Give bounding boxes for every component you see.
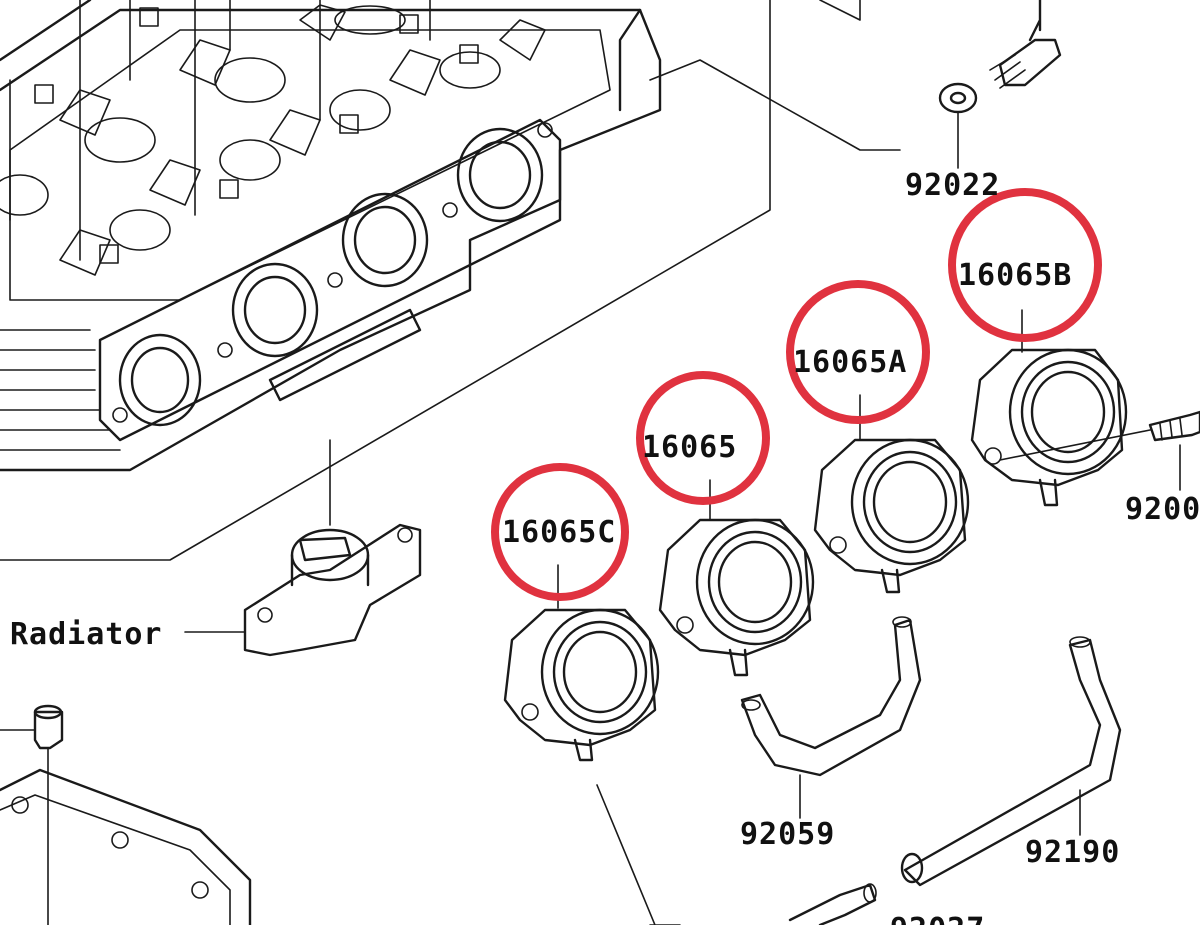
bolt-top <box>989 0 1062 89</box>
label-bottom-partial: 92027 <box>890 912 1010 925</box>
intake-holder-16065a <box>813 394 970 594</box>
sensor-part <box>0 704 64 750</box>
label-bolt-9200: 9200 <box>1125 492 1200 527</box>
washer-92022 <box>938 82 978 169</box>
highlight-circle-16065a <box>786 280 930 424</box>
highlight-circle-16065b <box>948 188 1102 342</box>
label-clamp-16065: 16065 <box>642 430 738 465</box>
label-hose-92190: 92190 <box>1025 835 1121 870</box>
frame-lines <box>0 0 901 561</box>
screw-right <box>1148 410 1200 491</box>
intake-holder-16065 <box>658 479 815 677</box>
label-clamp-16065b: 16065B <box>958 258 1073 293</box>
intake-holder-16065c <box>503 564 660 925</box>
label-radiator: Radiator <box>10 617 163 652</box>
label-bottom-clip: 92027 <box>890 912 1010 925</box>
thermostat-housing <box>184 439 422 657</box>
intake-holder-16065b <box>970 309 1151 507</box>
label-hose-92059: 92059 <box>740 817 836 852</box>
label-clamp-16065c-clip: 16065C <box>502 515 626 550</box>
label-bolt-clip: 9200 <box>1125 492 1200 527</box>
hose-92190 <box>900 636 1122 887</box>
fitting-bottom <box>649 883 877 925</box>
label-clamp-16065a: 16065A <box>793 345 908 380</box>
hose-92059 <box>740 616 922 819</box>
cylinder-head <box>0 0 662 472</box>
highlight-circle-16065c <box>491 463 629 601</box>
highlight-circle-16065 <box>636 371 770 505</box>
label-washer-92022: 92022 <box>905 168 1001 203</box>
gasket-part <box>0 747 252 925</box>
label-clamp-16065c: 16065C <box>502 515 617 550</box>
